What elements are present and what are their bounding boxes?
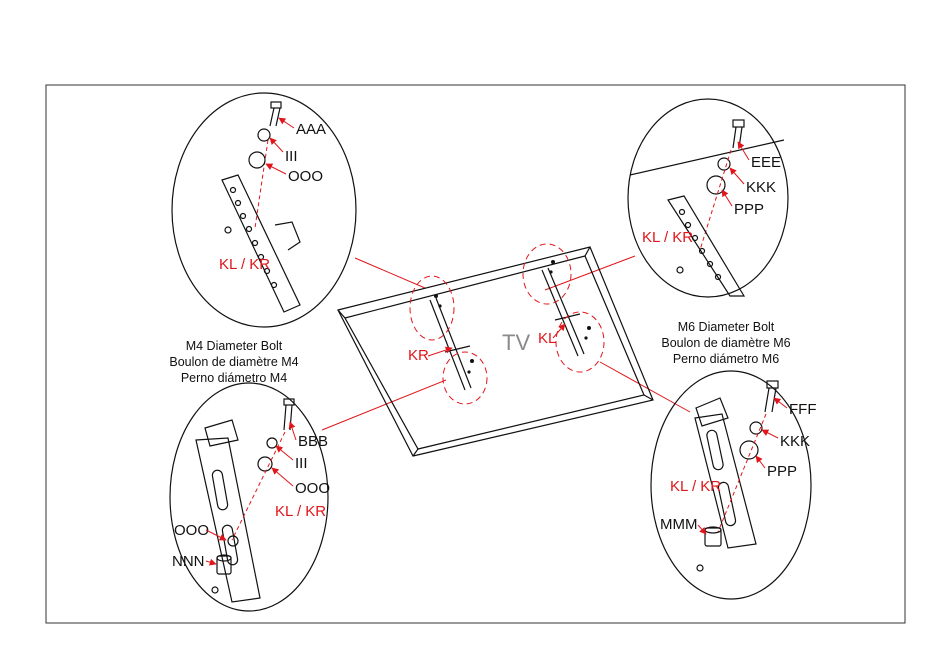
bl-bracket-label: KL / KR	[275, 503, 326, 520]
note-m6-line-3: Perno diámetro M6	[673, 352, 779, 366]
tv-label: TV	[502, 330, 530, 355]
tl-washer-label: OOO	[288, 168, 323, 185]
bl-lock-washer-label: III	[295, 455, 308, 472]
bl-washer-label: OOO	[295, 480, 330, 497]
note-m4: M4 Diameter Bolt Boulon de diamètre M4 P…	[169, 339, 298, 385]
br-lock-washer-label: KKK	[780, 433, 810, 450]
left-bracket-label: KR	[408, 347, 429, 364]
br-bracket-label: KL / KR	[670, 478, 721, 495]
br-spacer-label: MMM	[660, 516, 698, 533]
bl-spacer-label: NNN	[172, 553, 205, 570]
right-bracket-label: KL	[538, 330, 556, 347]
note-m4-line-1: M4 Diameter Bolt	[186, 339, 283, 353]
tr-lock-washer-label: KKK	[746, 179, 776, 196]
tr-bolt-label: EEE	[751, 154, 781, 171]
br-washer-label: PPP	[767, 463, 797, 480]
tv-left-bracket: KR	[408, 276, 487, 404]
tl-bracket-label: KL / KR	[219, 256, 270, 273]
zoom-top-left: AAA III OOO KL / KR	[172, 93, 356, 327]
note-m6: M6 Diameter Bolt Boulon de diamètre M6 P…	[661, 320, 790, 366]
note-m6-line-1: M6 Diameter Bolt	[678, 320, 775, 334]
tr-bracket-label: KL / KR	[642, 229, 693, 246]
br-bolt-label: FFF	[789, 401, 817, 418]
tr-washer-label: PPP	[734, 201, 764, 218]
zoom-bottom-left: BBB III OOO KL / KR OOO NNN	[170, 383, 330, 611]
tl-bolt-label: AAA	[296, 121, 326, 138]
tv-right-bracket: KL	[523, 244, 604, 372]
zoom-bottom-right: FFF KKK PPP KL / KR MMM	[651, 371, 817, 599]
note-m6-line-2: Boulon de diamètre M6	[661, 336, 790, 350]
note-m4-line-2: Boulon de diamètre M4	[169, 355, 298, 369]
bl-bolt-label: BBB	[298, 433, 328, 450]
tl-lock-washer-label: III	[285, 148, 298, 165]
zoom-top-right: EEE KKK PPP KL / KR	[628, 99, 788, 297]
bl-lower-washer-label: OOO	[174, 522, 209, 539]
tv-panel: TV	[338, 247, 653, 456]
note-m4-line-3: Perno diámetro M4	[181, 371, 287, 385]
